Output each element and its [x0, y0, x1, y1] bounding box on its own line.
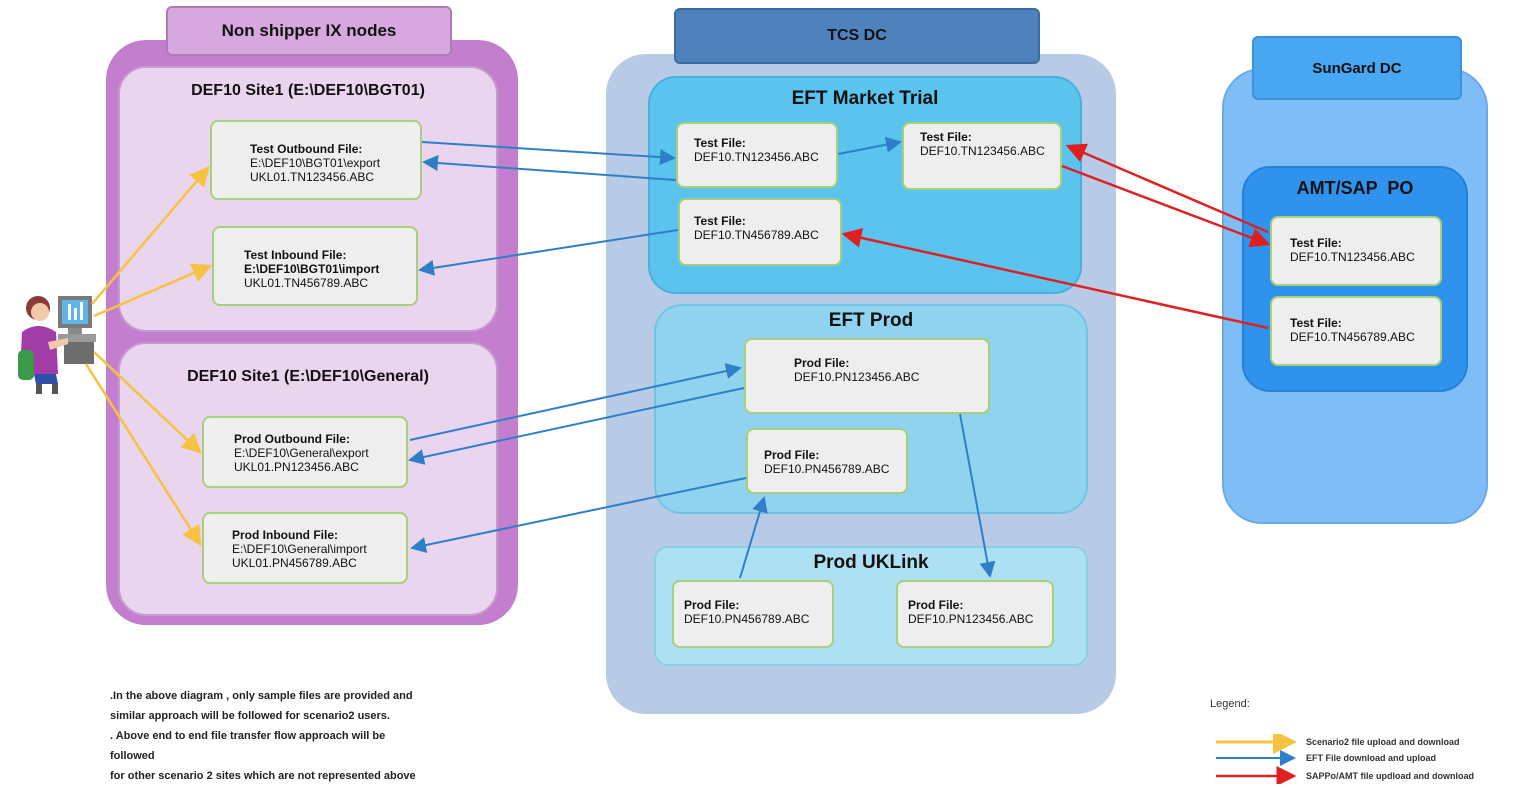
diagram-notes: .In the above diagram , only sample file… [110, 686, 530, 786]
site-bgt01-title: DEF10 Site1 (E:\DEF10\BGT01) [191, 82, 425, 99]
eft-prod-file-2: Prod File: DEF10.PN456789.ABC [746, 428, 908, 494]
mt-test-file-3: Test File: DEF10.TN456789.ABC [678, 198, 842, 266]
uklink-prod-file-2-name: DEF10.PN123456.ABC [908, 612, 1034, 626]
prod-inbound-file: Prod Inbound File: E:\DEF10\General\impo… [202, 512, 408, 584]
test-outbound-to-mt1-arrow [421, 141, 676, 166]
mt-test-file-1-name: DEF10.TN123456.ABC [694, 150, 819, 164]
prod-uklink-title: Prod UKLink [813, 552, 929, 573]
amt-test-file-1-title: Test File: [1290, 236, 1342, 250]
test-inbound-title: Test Inbound File: [244, 248, 347, 262]
tcs-dc-header: TCS DC [674, 8, 1040, 64]
amt-sap-po-title: AMT/SAP PO [1296, 178, 1414, 198]
legend-swatches [1216, 734, 1297, 784]
eft2-to-prod-inbound-arrow [410, 477, 747, 553]
prod-outbound-title: Prod Outbound File: [234, 432, 350, 446]
mt-test-file-1-title: Test File: [694, 136, 746, 150]
mt1-to-mt2-arrow [837, 136, 902, 155]
mt2-to-amt1-arrow [1061, 164, 1271, 248]
amt-test-file-2: Test File: DEF10.TN456789.ABC [1270, 296, 1442, 366]
test-outbound-file: Test Outbound File: E:\DEF10\BGT01\expor… [210, 120, 422, 200]
non-shipper-header-label: Non shipper IX nodes [221, 21, 397, 40]
mt-test-file-2-name: DEF10.TN123456.ABC [920, 144, 1045, 158]
mt-test-file-3-title: Test File: [694, 214, 746, 228]
prod-outbound-file: Prod Outbound File: E:\DEF10\General\exp… [202, 416, 408, 488]
eft1-to-uklink2-arrow [959, 413, 996, 578]
mt-test-file-2-title: Test File: [920, 130, 972, 144]
mt1-to-test-outbound-arrow [422, 155, 677, 181]
eft-arrows [408, 136, 996, 579]
legend-scenario2-label: Scenario2 file upload and download [1306, 737, 1460, 747]
test-inbound-path: E:\DEF10\BGT01\import [244, 262, 380, 276]
user-to-prod-outbound-arrow [93, 351, 202, 454]
legend-title: Legend: [1210, 698, 1250, 710]
amt1-to-mt2-arrow [1065, 143, 1269, 234]
user-at-computer-icon [18, 296, 96, 394]
note-line-2: similar approach will be followed for sc… [110, 710, 390, 722]
eft-prod-file-1: Prod File: DEF10.PN123456.ABC [744, 338, 990, 414]
test-outbound-title: Test Outbound File: [250, 142, 363, 156]
amt-test-file-1-name: DEF10.TN123456.ABC [1290, 250, 1415, 264]
eft-prod-file-2-name: DEF10.PN456789.ABC [764, 462, 890, 476]
test-inbound-file: Test Inbound File: E:\DEF10\BGT01\import… [212, 226, 418, 306]
legend-sappo-label: SAPPo/AMT file updload and download [1306, 771, 1474, 781]
prod-outbound-path: E:\DEF10\General\export [234, 446, 369, 460]
uklink-prod-file-1-title: Prod File: [684, 598, 740, 612]
note-line-3: . Above end to end file transfer flow ap… [110, 730, 386, 742]
user-to-test-inbound-arrow [93, 263, 213, 318]
uklink-prod-file-1-name: DEF10.PN456789.ABC [684, 612, 810, 626]
legend-eft-label: EFT File download and upload [1306, 753, 1436, 763]
uklink-prod-file-1: Prod File: DEF10.PN456789.ABC [672, 580, 834, 648]
site-general-title: DEF10 Site1 (E:\DEF10\General) [187, 368, 429, 385]
site-bgt01-zone: DEF10 Site1 (E:\DEF10\BGT01) [118, 66, 498, 332]
amt-test-file-2-name: DEF10.TN456789.ABC [1290, 330, 1415, 344]
mt-test-file-2: Test File: DEF10.TN123456.ABC [902, 122, 1062, 190]
sappo-arrows [841, 143, 1271, 330]
sungard-dc-header: SunGard DC [1252, 36, 1462, 100]
sungard-dc-header-label: SunGard DC [1312, 59, 1402, 77]
non-shipper-header: Non shipper IX nodes [166, 6, 452, 56]
eft-prod-file-1-name: DEF10.PN123456.ABC [794, 370, 920, 384]
user-to-test-outbound-arrow [91, 166, 210, 305]
prod-outbound-name: UKL01.PN123456.ABC [234, 460, 359, 474]
user-to-prod-inbound-arrow [84, 363, 202, 547]
scenario2-arrows [84, 166, 213, 547]
uklink1-to-eft2-arrow [739, 496, 768, 579]
test-outbound-path: E:\DEF10\BGT01\export [250, 156, 381, 170]
test-outbound-name: UKL01.TN123456.ABC [250, 170, 375, 184]
mt-test-file-1: Test File: DEF10.TN123456.ABC [676, 122, 838, 188]
eft-prod-title: EFT Prod [828, 310, 914, 331]
mt-test-file-3-name: DEF10.TN456789.ABC [694, 228, 819, 242]
uklink-prod-file-2: Prod File: DEF10.PN123456.ABC [896, 580, 1054, 648]
note-line-4: followed [110, 750, 155, 762]
eft-prod-file-2-title: Prod File: [764, 448, 820, 462]
uklink-prod-file-2-title: Prod File: [908, 598, 964, 612]
amt2-to-mt3-arrow [841, 228, 1269, 330]
eft-prod-file-1-title: Prod File: [794, 356, 850, 370]
amt-test-file-2-title: Test File: [1290, 316, 1342, 330]
note-line-5: for other scenario 2 sites which are not… [110, 770, 416, 782]
tcs-dc-header-label: TCS DC [827, 27, 887, 44]
note-line-1: .In the above diagram , only sample file… [110, 690, 413, 702]
amt-test-file-1: Test File: DEF10.TN123456.ABC [1270, 216, 1442, 286]
mt3-to-test-inbound-arrow [418, 229, 679, 276]
prod-inbound-title: Prod Inbound File: [232, 528, 338, 542]
prod-inbound-path: E:\DEF10\General\import [232, 542, 367, 556]
eft1-to-prod-outbound-arrow [408, 387, 745, 465]
test-inbound-name: UKL01.TN456789.ABC [244, 276, 369, 290]
prod-outbound-to-eft1-arrow [409, 363, 742, 441]
prod-inbound-name: UKL01.PN456789.ABC [232, 556, 357, 570]
eft-market-trial-title: EFT Market Trial [791, 88, 939, 109]
